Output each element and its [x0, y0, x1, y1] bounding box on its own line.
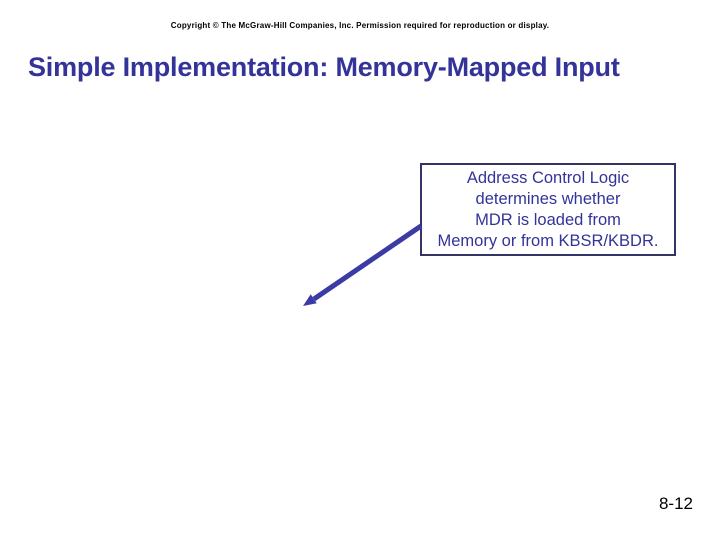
arrow-head-icon: [303, 294, 317, 306]
callout-line: determines whether: [475, 189, 621, 208]
copyright-notice: Copyright © The McGraw-Hill Companies, I…: [170, 21, 550, 30]
callout-box: Address Control Logic determines whether…: [420, 163, 676, 256]
page-title: Simple Implementation: Memory-Mapped Inp…: [28, 52, 620, 82]
page-number: 8-12: [658, 494, 693, 513]
callout-line: MDR is loaded from: [475, 210, 621, 229]
callout-arrow: [303, 223, 423, 306]
callout-line: Address Control Logic: [466, 168, 630, 187]
arrow-shaft: [312, 223, 423, 302]
callout-line: Memory or from KBSR/KBDR.: [437, 231, 659, 250]
